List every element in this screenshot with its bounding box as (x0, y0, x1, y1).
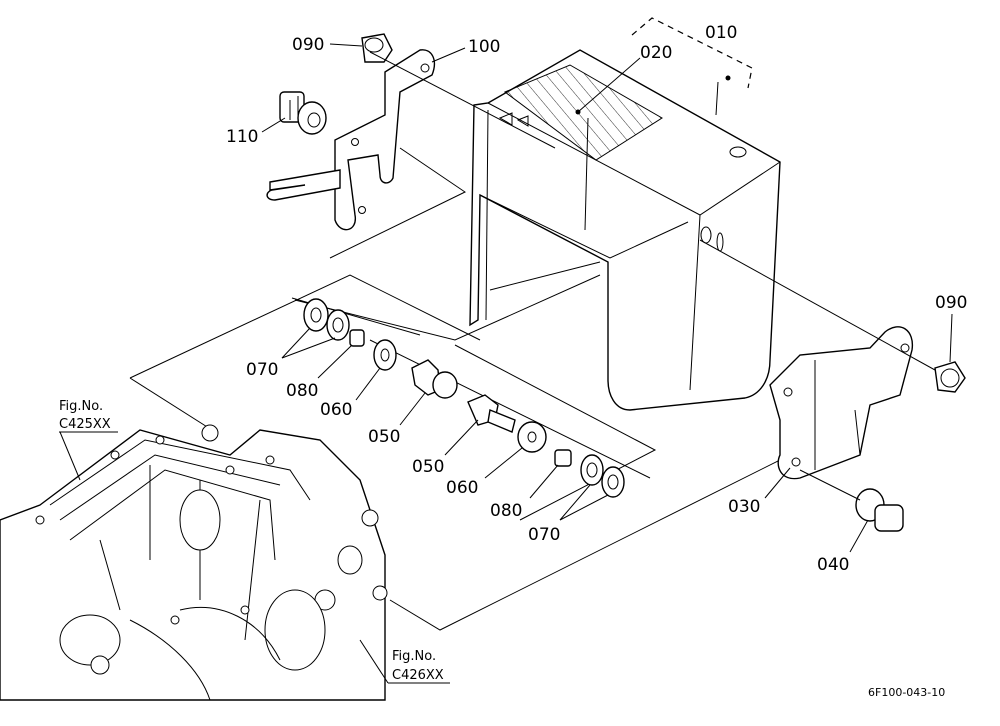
callout-040: 040 (817, 555, 849, 575)
figure-ref-label: Fig.No. (392, 649, 436, 664)
callout-050: 050 (368, 427, 400, 447)
leader-lines (261, 43, 953, 553)
callout-020: 020 (640, 43, 672, 63)
figure-ref-code: C425XX (59, 417, 111, 432)
bracket-030 (769, 326, 914, 480)
callout-080: 080 (286, 381, 318, 401)
callout-110: 110 (226, 127, 258, 147)
bracket-010 (631, 17, 753, 116)
callouts: 010 020 030 040 050 050 060 060 070 070 … (226, 23, 967, 575)
callout-050: 050 (412, 457, 444, 477)
nut-090-upper (361, 33, 556, 149)
bolt-110 (279, 91, 327, 135)
callout-090: 090 (935, 293, 967, 313)
hardware-stack-left (303, 298, 458, 399)
drawing-code: 6F100-043-10 (868, 686, 945, 699)
figure-ref-code: C426XX (392, 668, 444, 683)
cover-010 (469, 49, 781, 411)
callout-080: 080 (490, 501, 522, 521)
callout-090: 090 (292, 35, 324, 55)
assembly-outline-upper (129, 147, 601, 379)
nut-090-right (699, 239, 966, 393)
callout-070: 070 (528, 525, 560, 545)
hardware-stack-right (467, 394, 625, 498)
figure-ref-c425xx: Fig.No. C425XX (59, 399, 118, 481)
figure-ref-c426xx: Fig.No. C426XX (359, 639, 450, 684)
callout-070: 070 (246, 360, 278, 380)
callout-100: 100 (468, 37, 500, 57)
callout-060: 060 (320, 400, 352, 420)
callout-010: 010 (705, 23, 737, 43)
bracket-100 (266, 49, 436, 231)
bolt-040 (799, 469, 904, 532)
figure-ref-label: Fig.No. (59, 399, 103, 414)
callout-060: 060 (446, 478, 478, 498)
transmission-case (0, 424, 388, 701)
label-020 (503, 57, 663, 231)
callout-030: 030 (728, 497, 760, 517)
